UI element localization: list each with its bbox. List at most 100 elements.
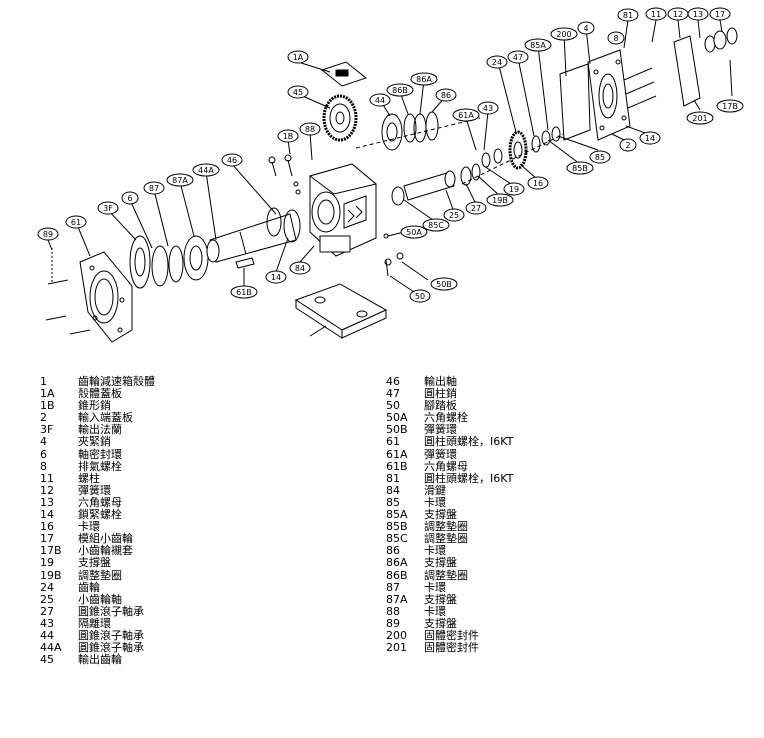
input-cover-drawing (587, 49, 631, 141)
part-description: 齒輪減速箱殼體 (78, 375, 155, 388)
callout-label: 16 (533, 179, 543, 188)
callout-label: 45 (293, 88, 303, 97)
callout-label: 19B (492, 196, 508, 205)
callout-label: 8 (613, 34, 618, 43)
part-description: 螺柱 (78, 471, 100, 485)
part-number: 87 (386, 580, 400, 594)
callout-19b: 19B (486, 193, 514, 207)
output-gear-drawing (322, 94, 358, 142)
part-description: 彈簧環 (424, 423, 457, 437)
callout-14: 14 (265, 270, 287, 284)
callout-label: 44 (375, 96, 385, 105)
part-row: 87 卡環 (386, 580, 513, 594)
foot-plate-drawing (294, 283, 388, 339)
part-number: 1A (40, 387, 55, 401)
callout-label: 200 (556, 30, 571, 39)
part-number: 47 (386, 387, 400, 401)
part-row: 88 卡環 (386, 604, 513, 618)
part-number: 86 (386, 544, 400, 558)
part-number: 86A (386, 556, 408, 570)
callout-17b: 17B (716, 99, 744, 113)
part-description: 輸入端蓋板 (78, 411, 133, 425)
callout-label: 89 (43, 230, 53, 239)
callout-label: 2 (625, 141, 630, 150)
callout-87: 87 (143, 181, 165, 195)
part-description: 支撐盤 (424, 616, 457, 630)
part-description: 圓柱銷 (424, 387, 457, 401)
part-number: 17B (40, 544, 62, 558)
callout-label: 50 (415, 292, 425, 301)
part-description: 殼體蓋板 (78, 387, 122, 401)
callout-label: 19 (509, 185, 519, 194)
bearing-44A-drawing (183, 235, 209, 281)
pinion-shaft-drawing (391, 170, 456, 206)
callout-16: 16 (527, 176, 549, 190)
callout-label: 46 (227, 156, 237, 165)
part-description: 模組小齒輪 (78, 532, 133, 546)
part-description: 調整墊圈 (78, 568, 122, 582)
part-row: 89 支撐盤 (386, 616, 513, 630)
part-description: 六角螺栓 (424, 411, 468, 425)
callout-label: 44A (198, 166, 214, 175)
part-description: 圓柱頭螺栓，I6KT (424, 435, 514, 449)
part-description: 卡環 (424, 604, 446, 618)
part-description: 卡環 (424, 580, 446, 594)
gear-24-drawing (508, 130, 528, 170)
callout-43: 43 (477, 101, 499, 115)
part-row: 86 卡環 (386, 545, 513, 557)
callout-label: 87 (149, 184, 159, 193)
part-row: 8 排氣螺栓 (40, 459, 155, 473)
part-number: 44 (40, 628, 54, 642)
callout-85c: 85C (422, 218, 450, 232)
bolts-61-drawing (45, 248, 91, 335)
callout-label: 201 (692, 114, 707, 123)
callout-61a: 61A (452, 108, 480, 122)
callout-86: 86 (435, 88, 457, 102)
part-number: 87A (386, 592, 408, 606)
part-number: 3F (40, 423, 54, 437)
callout-85: 85 (589, 150, 611, 164)
part-number: 201 (386, 641, 407, 655)
part-description: 六角螺母 (424, 459, 468, 473)
output-shaft-drawing (206, 213, 297, 263)
part-description: 排氣螺栓 (78, 459, 122, 473)
part-description: 腳踏板 (424, 399, 457, 413)
callout-label: 11 (651, 10, 661, 19)
part-description: 支撐盤 (78, 556, 111, 570)
callout-3f: 3F (97, 201, 119, 215)
gearbox-housing-drawing (308, 163, 378, 257)
circlip-87-drawing (151, 245, 169, 287)
part-number: 14 (40, 508, 54, 522)
part-number: 89 (386, 616, 400, 630)
part-description: 固體密封件 (424, 628, 479, 642)
callout-6: 6 (121, 191, 139, 205)
callout-label: 85C (428, 221, 444, 230)
part-number: 16 (40, 520, 54, 534)
callout-label: 61B (236, 288, 252, 297)
callout-44: 44 (369, 93, 391, 107)
key-drawing (235, 257, 255, 269)
part-number: 61 (386, 435, 400, 449)
callout-86b: 86B (386, 83, 414, 97)
part-number: 88 (386, 604, 400, 618)
part-number: 8 (40, 459, 47, 473)
part-description: 卡環 (424, 544, 446, 558)
callout-label: 24 (492, 58, 502, 67)
callout-46: 46 (221, 153, 243, 167)
